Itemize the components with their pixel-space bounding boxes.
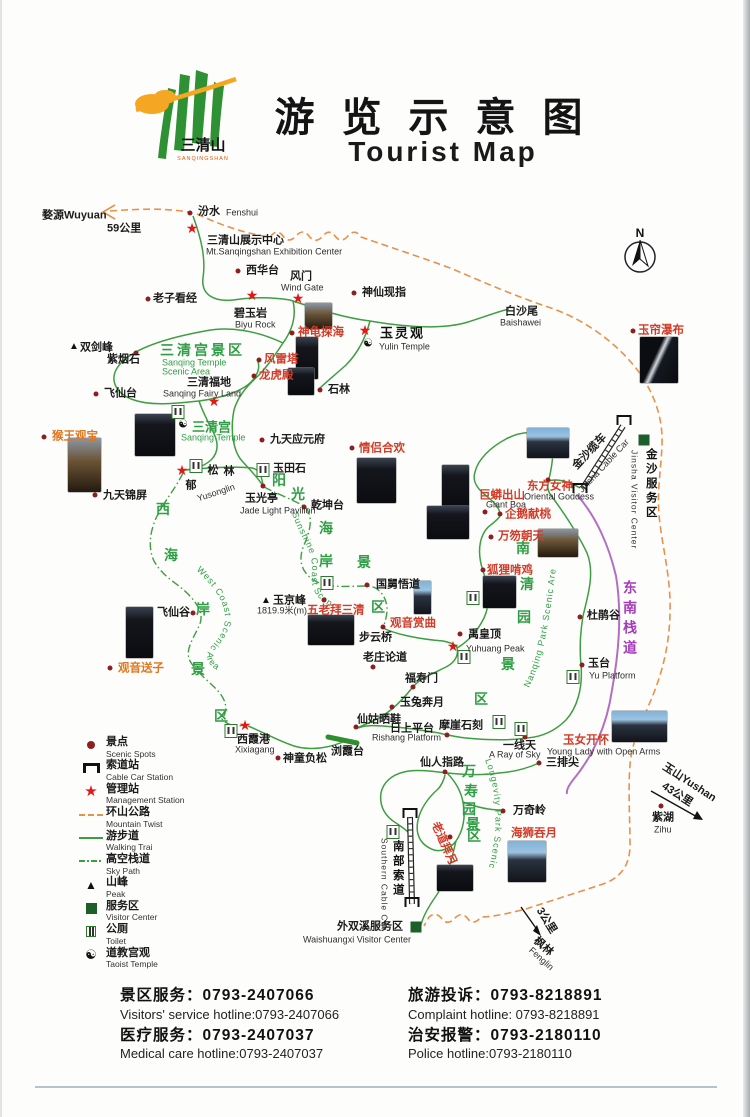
legend-label-en: Sky Path <box>106 865 141 876</box>
liuxiatai-bar <box>325 734 360 746</box>
legend-trail-icon <box>76 831 106 846</box>
sanqingshan-logo: 三清山 SANQINGSHAN <box>135 70 237 162</box>
legend-label-cn: 管理站 <box>106 782 139 795</box>
legend-label-en: Taoist Temple <box>106 959 158 970</box>
trail-goddess-cable <box>547 479 581 489</box>
legend-label-en: Scenic Spots <box>106 748 156 759</box>
legend-sky-icon <box>76 854 106 869</box>
trail-songlin-yutianshi <box>183 466 264 487</box>
ring-road-main <box>196 213 671 927</box>
logo-cloud-icon <box>154 90 176 104</box>
legend-label-en: Walking Trai <box>106 842 153 853</box>
legend-label-cn: 环山公路 <box>106 806 150 819</box>
hotline-cn: 治安报警：0793-2180110 <box>408 1026 602 1044</box>
skypath-west-coast <box>149 472 245 727</box>
trail-windgate-south <box>231 300 295 487</box>
hotline-cn: 医疗服务：0793-2407037 <box>120 1026 315 1044</box>
legend-label-cn: 山峰 <box>106 876 128 889</box>
legend-taoist-icon: ☯ <box>85 947 97 963</box>
trail-east-ridge <box>526 497 592 739</box>
legend-label-en: Toilet <box>106 935 126 946</box>
hotline-en: Police hotline:0793-2180110 <box>408 1046 572 1061</box>
page-title-en: Tourist Map <box>348 136 538 167</box>
hotline-en: Complaint hotline: 0793-8218891 <box>408 1006 600 1022</box>
page-edge-right <box>743 0 750 1117</box>
trail-yuhuang-loop <box>356 627 459 729</box>
south-cable-rungs <box>408 816 414 905</box>
legend-road-icon <box>76 807 106 822</box>
legend-label-cn: 公厕 <box>106 923 128 936</box>
trail-windgate-baishawei <box>289 299 510 328</box>
southeast-plank-walk <box>565 494 621 795</box>
legend-sq-icon <box>76 901 106 916</box>
hotline-en: Medical care hotline:0793-2407037 <box>120 1046 324 1061</box>
legend-label-en: Management Station <box>106 795 185 806</box>
legend-label-cn: 高空栈道 <box>106 852 150 865</box>
legend-label-en: Cable Car Station <box>106 771 174 782</box>
trail-wanshou-loops <box>379 762 540 926</box>
hotline-en: Visitors' service hotline:0793-2407066 <box>120 1006 340 1022</box>
logo-mountain-stroke <box>158 88 176 159</box>
trail-south-traverse <box>357 724 528 741</box>
footer-rule <box>35 1086 717 1088</box>
ring-road-arrowhead <box>101 204 116 220</box>
legend-label-cn: 道教宫观 <box>106 946 150 959</box>
yushan-arrowhead <box>693 811 703 820</box>
hotline-cn: 旅游投诉：0793-8218891 <box>408 987 603 1004</box>
legend-label-cn: 景点 <box>106 736 128 748</box>
page-title: 游览示意图 <box>274 96 610 140</box>
legend-label-en: Mountain Twist <box>106 818 163 829</box>
legend-label-cn: 服务区 <box>106 899 139 912</box>
legend-peak-icon: ▲ <box>85 877 97 892</box>
legend-label-cn: 索道站 <box>106 759 139 772</box>
fenglin-arrow <box>520 906 539 932</box>
legend-label-cn: 游步道 <box>106 829 139 842</box>
trail-shilin <box>317 320 371 391</box>
legend-label-en: Visitor Center <box>106 912 158 923</box>
curved-area-label: Nanqing Park Scenic Area <box>0 0 558 689</box>
trail-nanqing-loop <box>456 431 554 649</box>
yushan-arrow <box>650 790 700 819</box>
compass-icon <box>624 239 656 273</box>
logo-cn-text: 三清山 <box>180 136 225 154</box>
trail-fenshui-windgate <box>192 215 291 302</box>
trail-sanqinggong-loop <box>113 328 284 405</box>
legend-toilet-icon <box>76 924 106 939</box>
curved-area-label: Sunshine Coast Scenic Area <box>0 0 335 609</box>
fenglin-arrowhead <box>533 925 541 936</box>
jinsha-cable-inner <box>581 425 625 489</box>
logo-mountain-stroke <box>210 82 224 147</box>
skypath-sunshine-coast <box>263 486 388 629</box>
ring-road-wuyuan <box>109 208 189 213</box>
trail-liuxia-xixia <box>247 725 348 750</box>
legend-dot-icon <box>76 737 106 752</box>
hotline-cn: 景区服务：0793-2407066 <box>120 987 315 1004</box>
trail-sanqinggong-south <box>183 400 218 471</box>
page-edge-left <box>0 0 2 1117</box>
logo-en-text: SANQINGSHAN <box>177 156 229 162</box>
legend-label-en: Peak <box>106 888 126 899</box>
legend-star-icon: ★ <box>84 783 98 801</box>
legend-cst-icon <box>76 760 106 775</box>
